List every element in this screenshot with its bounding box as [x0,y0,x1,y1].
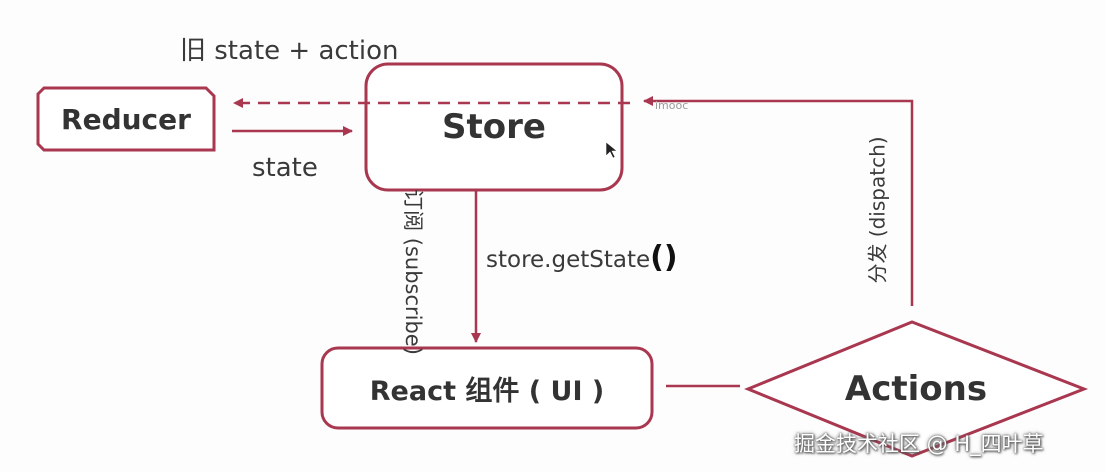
store-label: Store [442,107,546,147]
dispatch-label: 分发 (dispatch) [865,136,890,284]
actions-label: Actions [844,369,988,409]
cursor-icon [605,141,618,159]
mooc-watermark: imooc [655,99,689,112]
footer-watermark: 掘金技术社区 @ H_四叶草 [794,432,1044,456]
dispatch-arrow [643,96,914,306]
react-component-label: React 组件 ( UI ) [369,375,605,407]
subscribe-label: 订阅 (subscribe) [401,189,425,355]
get-state-text: store.getState [486,247,651,273]
get-state-label: store.getState() [486,240,678,275]
reducer-label: Reducer [61,102,191,136]
store-box [364,62,624,192]
old-state-action-label: 旧 state + action [180,36,399,66]
get-state-parens: () [650,240,678,275]
actions-diamond [744,320,1089,458]
reducer-box [36,86,216,152]
state-label: state [252,153,318,183]
react-component-box [320,346,654,430]
